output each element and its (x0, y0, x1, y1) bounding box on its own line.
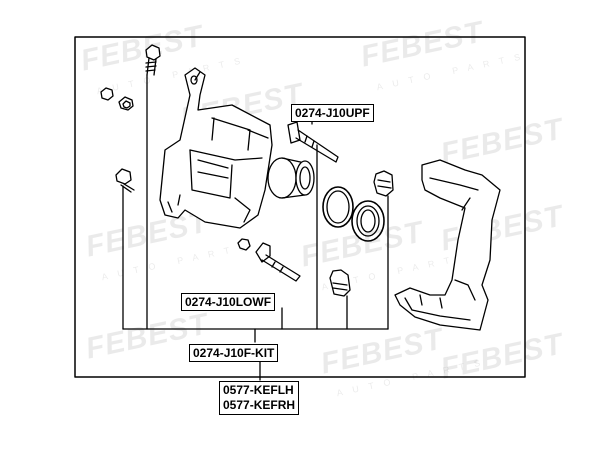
label-upper-guide-pin-kit: 0274-J10UPF (291, 104, 374, 122)
upper-guide-pin (287, 121, 339, 163)
guide-bolt-upper (145, 44, 161, 76)
lower-guide-pin (255, 242, 301, 282)
dust-boot (351, 200, 385, 242)
label-caliper-left: 0577-KEFLH (223, 383, 294, 397)
pin-cap (237, 238, 251, 251)
bleeder-screw (100, 87, 134, 111)
lower-pin-boot (329, 269, 351, 297)
upper-pin-boot (373, 170, 394, 197)
guide-bolt-lower (115, 168, 135, 193)
diagram-frame (74, 36, 526, 378)
label-repair-kit: 0274-J10F-KIT (189, 344, 279, 362)
piston (267, 157, 315, 199)
label-caliper-part-numbers: 0577-KEFLH 0577-KEFRH (219, 381, 300, 415)
label-caliper-right: 0577-KEFRH (223, 398, 296, 412)
label-lower-guide-pin-kit: 0274-J10LOWF (181, 293, 276, 311)
caliper-body (159, 67, 273, 229)
caliper-bracket (394, 159, 501, 331)
piston-seal (322, 186, 354, 228)
